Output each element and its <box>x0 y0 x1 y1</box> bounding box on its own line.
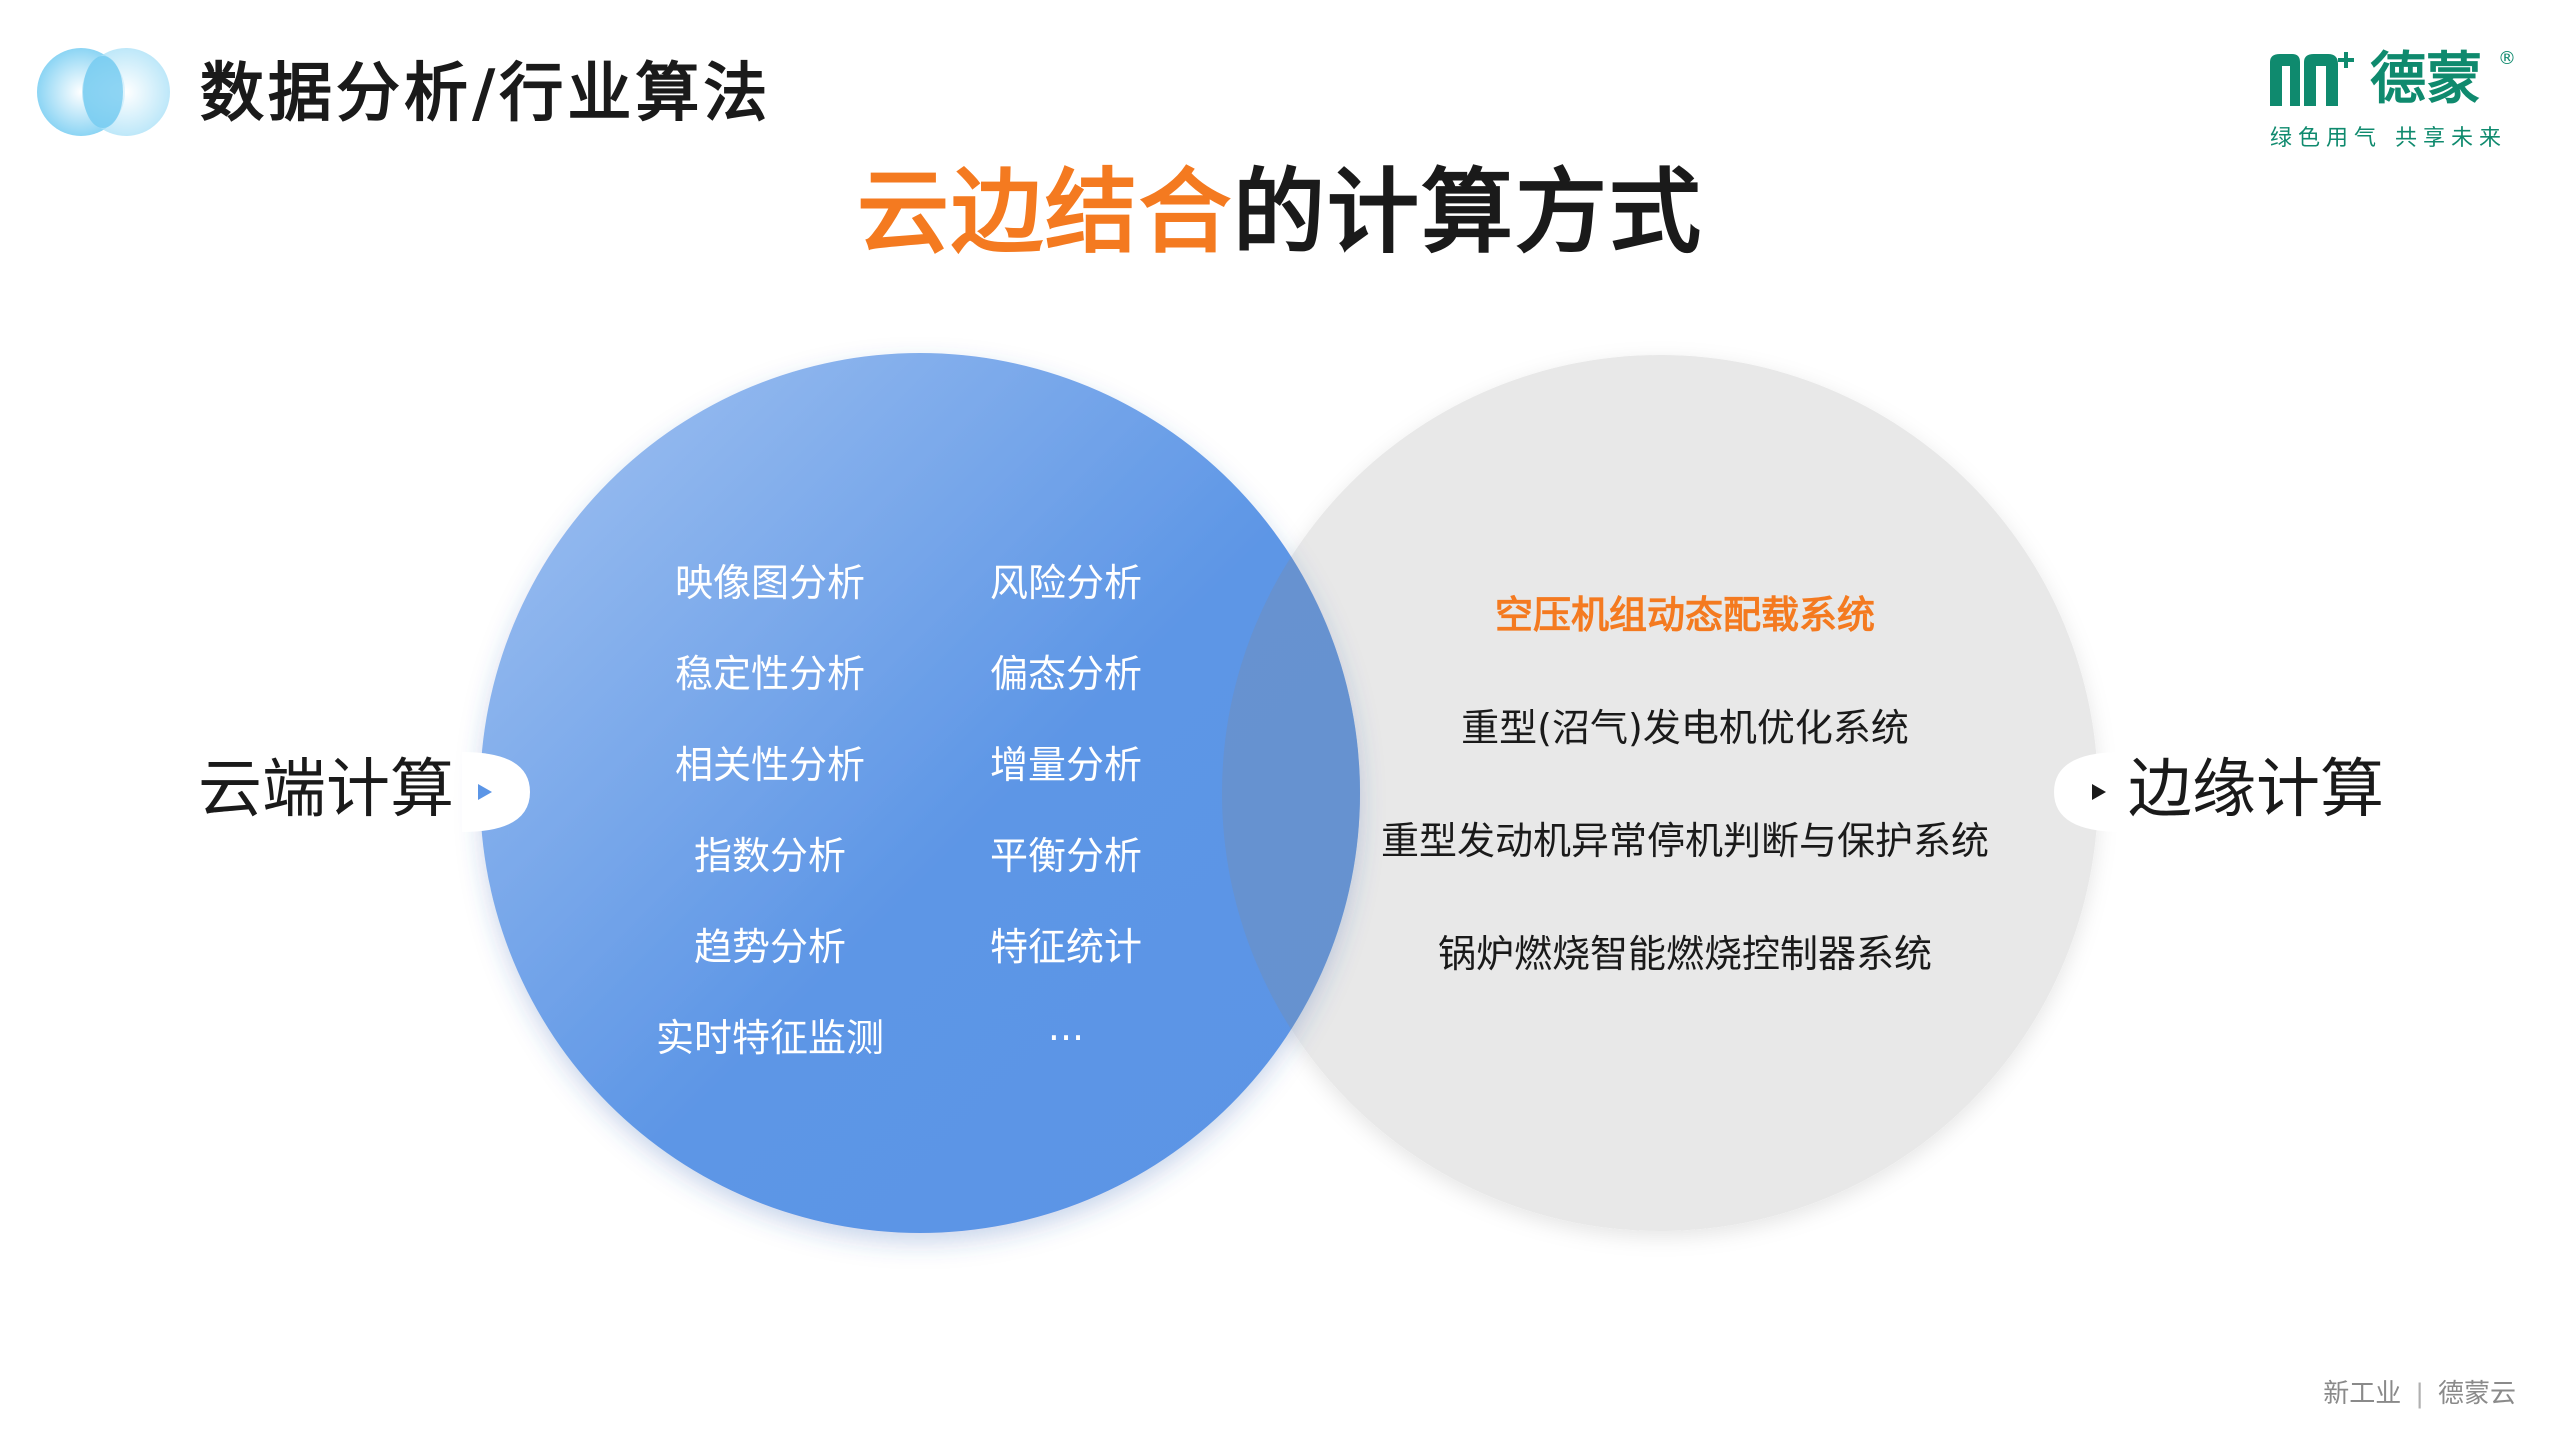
cloud-item: 映像图分析 <box>674 561 866 605</box>
edge-item: 锅炉燃烧智能燃烧控制器系统 <box>1437 932 1933 976</box>
headline-accent: 云边结合 <box>856 159 1233 266</box>
edge-item-highlight: 空压机组动态配载系统 <box>1494 593 1876 637</box>
edge-circle <box>1222 355 2098 1231</box>
edge-item: 重型(沼气)发电机优化系统 <box>1461 706 1909 750</box>
brand-logo: 德蒙 ® 绿色用气 共享未来 <box>2266 47 2516 151</box>
cloud-item: 相关性分析 <box>674 743 866 787</box>
cloud-item: 指数分析 <box>693 834 847 878</box>
footer-right: 德蒙云 <box>2437 1379 2516 1409</box>
registered-mark: ® <box>2498 48 2516 69</box>
footer: 新工业 | 德蒙云 <box>2323 1373 2516 1410</box>
edge-item: 重型发动机异常停机判断与保护系统 <box>1380 819 1990 863</box>
footer-separator: | <box>2415 1379 2424 1409</box>
edge-pointer-icon <box>2054 752 2122 832</box>
footer-left: 新工业 <box>2323 1379 2402 1409</box>
cloud-item: 偏态分析 <box>989 652 1143 696</box>
headline: 云边结合的计算方式 <box>0 158 2560 268</box>
headline-rest: 的计算方式 <box>1233 159 1704 266</box>
cloud-item: 特征统计 <box>989 925 1143 969</box>
cloud-item: ··· <box>1047 1016 1085 1060</box>
brand-name: 德蒙 <box>2370 47 2482 112</box>
edge-computing-label: 边缘计算 <box>2128 753 2384 827</box>
page-title: 数据分析/行业算法 <box>200 57 772 131</box>
cloud-item: 趋势分析 <box>693 925 847 969</box>
cloud-item: 增量分析 <box>989 743 1143 787</box>
cloud-item: 实时特征监测 <box>655 1016 885 1060</box>
bubble-logo-icon <box>37 48 170 136</box>
cloud-item: 稳定性分析 <box>674 652 866 696</box>
cloud-pointer-icon <box>462 752 530 832</box>
brand-mark-icon <box>2270 52 2354 106</box>
cloud-item: 风险分析 <box>989 561 1143 605</box>
brand-slogan: 绿色用气 共享未来 <box>2270 126 2507 151</box>
cloud-item: 平衡分析 <box>989 834 1143 878</box>
cloud-computing-label: 云端计算 <box>198 753 454 827</box>
cloud-circle <box>480 353 1360 1233</box>
